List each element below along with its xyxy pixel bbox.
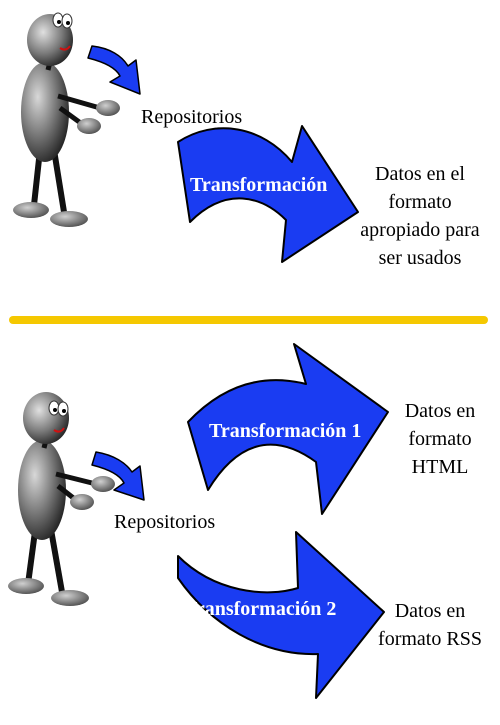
output-2-line-1: Datos en [394,600,466,622]
source-label-bottom: Repositorios [114,511,216,533]
source-label-top: Repositorios [141,106,243,128]
output-top-line-4: ser usados [378,247,462,269]
output-top-line-1: Datos en el [375,163,465,185]
stick-figure-top [13,12,120,227]
small-arrow-bottom [91,451,145,501]
transform-label-2: Transformación 2 [184,598,337,620]
transform-arrow-1 [187,343,389,515]
transform-label-top: Transformación [190,174,328,196]
output-label-1: Datos en formato HTML [392,397,488,481]
output-label-top: Datos en el formato apropiado para ser u… [340,160,500,272]
output-2-line-2: formato RSS [378,628,482,650]
output-label-2: Datos en formato RSS [366,597,494,653]
transform-arrow-top [177,125,359,263]
output-top-line-3: apropiado para [360,219,480,241]
output-1-line-3: HTML [411,456,469,478]
output-1-line-1: Datos en [404,400,476,422]
small-arrow-top [87,45,141,95]
stick-figure-bottom [8,392,115,606]
output-1-line-2: formato [408,428,472,450]
output-top-line-2: formato [388,191,452,213]
transform-arrow-2 [177,531,385,699]
transform-label-1: Transformación 1 [209,420,362,442]
